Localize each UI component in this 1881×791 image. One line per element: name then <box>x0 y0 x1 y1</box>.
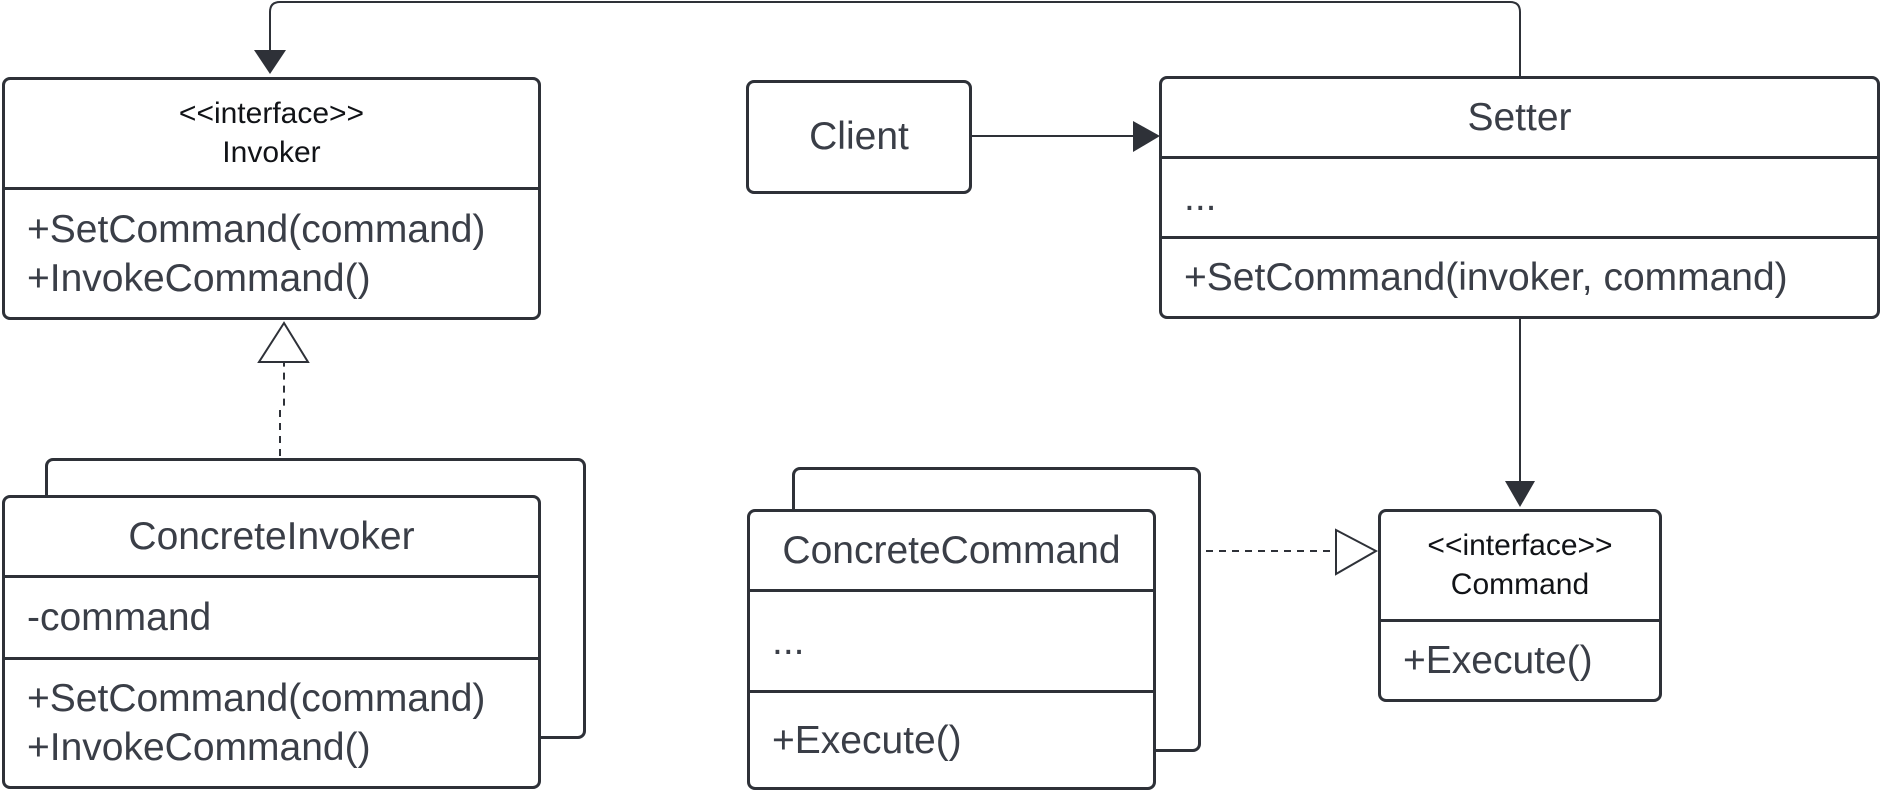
hollow-triangle-to-invoker <box>257 321 310 363</box>
attribute-item: ... <box>772 619 805 663</box>
method-item: +SetCommand(invoker, command) <box>1184 256 1788 299</box>
method-item: +InvokeCommand() <box>27 256 371 300</box>
client-box[interactable]: Client <box>746 80 972 194</box>
arrowhead-to-command <box>1505 481 1535 507</box>
concrete-invoker-class-box[interactable]: ConcreteInvoker -command +SetCommand(com… <box>2 495 541 789</box>
invoker-name: Invoker <box>222 135 321 169</box>
setter-class-box[interactable]: Setter ... +SetCommand(invoker, command) <box>1159 76 1880 319</box>
concrete-command-name: ConcreteCommand <box>782 528 1121 572</box>
method-item: +Execute() <box>772 718 962 762</box>
attribute-item: ... <box>1184 176 1217 219</box>
command-header: <<interface>> Command <box>1381 512 1659 622</box>
method-item: +SetCommand(command) <box>27 207 486 251</box>
setter-attributes: ... <box>1162 159 1877 239</box>
command-name: Command <box>1450 567 1590 601</box>
arrowhead-to-invoker <box>254 50 286 74</box>
setter-methods: +SetCommand(invoker, command) <box>1162 239 1877 316</box>
concrete-command-header: ConcreteCommand <box>750 512 1153 592</box>
concrete-invoker-name: ConcreteInvoker <box>128 514 415 558</box>
client-name: Client <box>809 115 909 158</box>
invoker-interface-box[interactable]: <<interface>> Invoker +SetCommand(comman… <box>2 77 541 320</box>
command-methods: +Execute() <box>1381 622 1659 699</box>
hollow-triangle-to-command <box>1335 528 1379 576</box>
invoker-header: <<interface>> Invoker <box>5 80 538 190</box>
arrowhead-to-setter <box>1133 121 1160 152</box>
attribute-item: -command <box>27 596 212 639</box>
concrete-invoker-attributes: -command <box>5 578 538 660</box>
concrete-invoker-methods: +SetCommand(command) +InvokeCommand() <box>5 660 538 786</box>
concrete-invoker-header: ConcreteInvoker <box>5 498 538 578</box>
command-stereotype: <<interface>> <box>1427 528 1613 562</box>
command-interface-box[interactable]: <<interface>> Command +Execute() <box>1378 509 1662 702</box>
concrete-invoker-realization <box>279 362 285 495</box>
setter-header: Setter <box>1162 79 1877 159</box>
concrete-command-attributes: ... <box>750 592 1153 693</box>
method-item: +SetCommand(command) <box>27 677 486 720</box>
setter-name: Setter <box>1467 95 1572 139</box>
method-item: +InvokeCommand() <box>27 726 371 769</box>
setter-to-invoker-association <box>269 1 1521 77</box>
concrete-command-class-box[interactable]: ConcreteCommand ... +Execute() <box>747 509 1156 790</box>
method-item: +Execute() <box>1403 639 1593 682</box>
invoker-stereotype: <<interface>> <box>178 96 365 130</box>
invoker-methods: +SetCommand(command) +InvokeCommand() <box>5 190 538 317</box>
concrete-command-methods: +Execute() <box>750 693 1153 787</box>
